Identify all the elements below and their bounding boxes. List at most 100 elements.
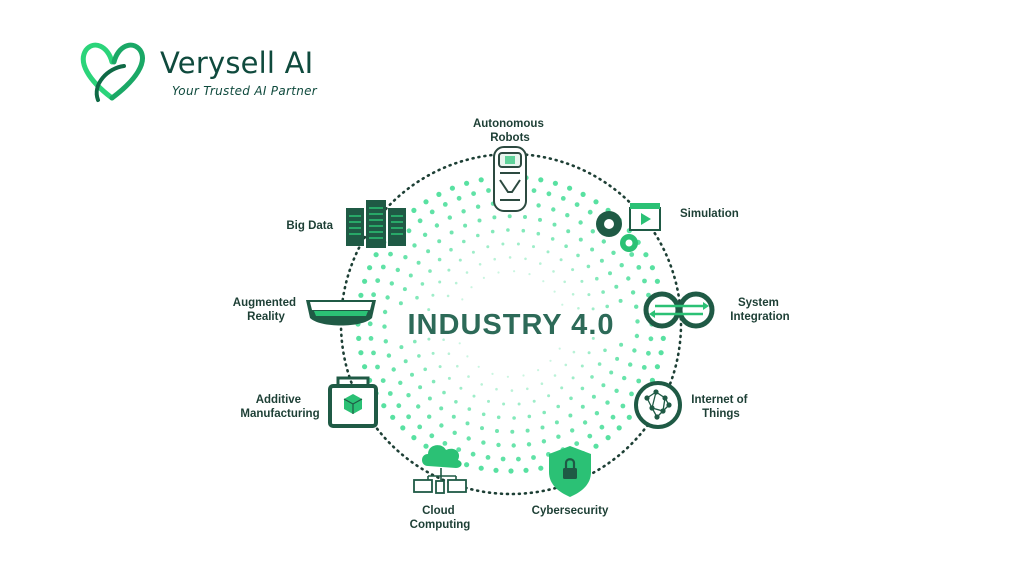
- pattern-dot: [531, 455, 536, 460]
- autonomous-vehicle-icon: [493, 146, 527, 212]
- pattern-dot: [569, 396, 573, 401]
- pattern-dot: [481, 440, 486, 445]
- pattern-dot: [601, 383, 606, 388]
- pattern-dot: [427, 396, 432, 401]
- pattern-dot: [587, 433, 593, 439]
- label-line: Internet of: [691, 394, 747, 406]
- pattern-dot: [615, 356, 620, 361]
- pattern-dot: [506, 375, 509, 378]
- pattern-dot: [538, 217, 542, 222]
- pattern-dot: [456, 364, 459, 368]
- pattern-dot: [467, 375, 470, 378]
- pattern-dot: [480, 383, 484, 386]
- pattern-dot: [605, 435, 611, 441]
- pattern-dot: [403, 255, 408, 260]
- pattern-dot: [367, 321, 373, 327]
- node-cybersecurity[interactable]: Cybersecurity: [532, 446, 609, 517]
- pattern-dot: [420, 282, 425, 286]
- pattern-dot: [358, 350, 364, 356]
- pattern-dot: [570, 428, 575, 433]
- label-simulation: Simulation: [680, 208, 739, 220]
- node-augmented-reality[interactable]: Augmented Reality: [233, 297, 376, 326]
- pattern-dot: [492, 215, 497, 220]
- pattern-dot: [442, 202, 448, 207]
- pattern-dot: [531, 188, 537, 194]
- pattern-dot: [367, 265, 373, 271]
- node-cloud-computing[interactable]: Cloud Computing: [410, 445, 471, 531]
- pattern-dot: [375, 278, 381, 283]
- pattern-dot: [591, 307, 595, 311]
- pattern-dot: [451, 414, 456, 419]
- pattern-dot: [587, 293, 591, 297]
- pattern-dot: [442, 441, 448, 446]
- pattern-dot: [416, 404, 421, 409]
- pattern-dot: [632, 348, 637, 353]
- node-autonomous-robots[interactable]: Autonomous Robots: [473, 118, 547, 212]
- node-internet-of-things[interactable]: Internet of Things: [634, 381, 751, 429]
- pattern-dot: [636, 378, 642, 384]
- pattern-dot: [630, 290, 636, 295]
- pattern-dot: [649, 265, 656, 271]
- pattern-dot: [553, 374, 557, 377]
- pattern-dot: [571, 293, 575, 296]
- pattern-dot: [480, 426, 484, 431]
- pattern-dot: [540, 425, 545, 430]
- pattern-dot: [475, 204, 481, 209]
- node-additive-manufacturing[interactable]: Additive Manufacturing: [240, 376, 378, 428]
- pattern-dot: [434, 223, 440, 228]
- pattern-dot: [582, 420, 588, 425]
- pattern-dot: [643, 252, 649, 258]
- pattern-dot: [614, 388, 619, 393]
- pattern-dot: [416, 260, 421, 265]
- pattern-dot: [490, 229, 495, 234]
- pattern-dot: [549, 359, 552, 362]
- node-big-data[interactable]: Big Data: [286, 200, 406, 248]
- pattern-dot: [538, 177, 544, 183]
- pattern-dot: [478, 465, 484, 471]
- pattern-dot: [427, 414, 432, 419]
- pattern-dot: [411, 207, 417, 213]
- pattern-dot: [567, 185, 573, 191]
- pattern-dot: [400, 425, 406, 431]
- pattern-dot: [486, 245, 490, 249]
- pattern-dot: [636, 265, 642, 270]
- pattern-dot: [447, 215, 452, 220]
- node-simulation[interactable]: Simulation: [596, 203, 739, 252]
- pattern-dot: [614, 284, 619, 289]
- pattern-dot: [382, 309, 388, 315]
- pattern-dot: [491, 372, 494, 375]
- label-line: Autonomous: [473, 118, 544, 130]
- pattern-dot: [437, 239, 442, 244]
- pattern-dot: [439, 423, 444, 428]
- pattern-dot: [431, 293, 435, 297]
- pattern-dot: [587, 351, 591, 355]
- pattern-dot: [387, 391, 393, 396]
- shield-lock-icon: [549, 446, 591, 497]
- pattern-dot: [571, 268, 575, 272]
- pattern-dot: [591, 394, 596, 399]
- label-additive-manufacturing: Additive Manufacturing: [240, 394, 319, 420]
- pattern-dot: [431, 379, 436, 384]
- brand-logo[interactable]: Verysell AI Your Trusted AI Partner: [78, 40, 338, 104]
- pattern-dot: [526, 387, 529, 391]
- pattern-dot: [593, 443, 599, 449]
- pattern-dot: [510, 389, 514, 392]
- pattern-dot: [551, 207, 556, 212]
- pattern-dot: [634, 333, 640, 339]
- node-system-integration[interactable]: System Integration: [643, 291, 790, 329]
- label-line: Augmented: [233, 297, 296, 309]
- pattern-dot: [464, 180, 470, 186]
- pattern-dot: [536, 231, 541, 236]
- pattern-dot: [449, 230, 454, 235]
- pattern-dot: [559, 258, 563, 262]
- pattern-dot: [380, 378, 386, 383]
- pattern-dot: [403, 359, 408, 364]
- pattern-dot: [449, 247, 453, 252]
- pattern-dot: [590, 375, 594, 379]
- pattern-dot: [427, 308, 431, 312]
- pattern-dot: [497, 271, 500, 274]
- pattern-dot: [577, 307, 580, 310]
- pattern-dot: [516, 456, 521, 462]
- pattern-dot: [477, 218, 482, 223]
